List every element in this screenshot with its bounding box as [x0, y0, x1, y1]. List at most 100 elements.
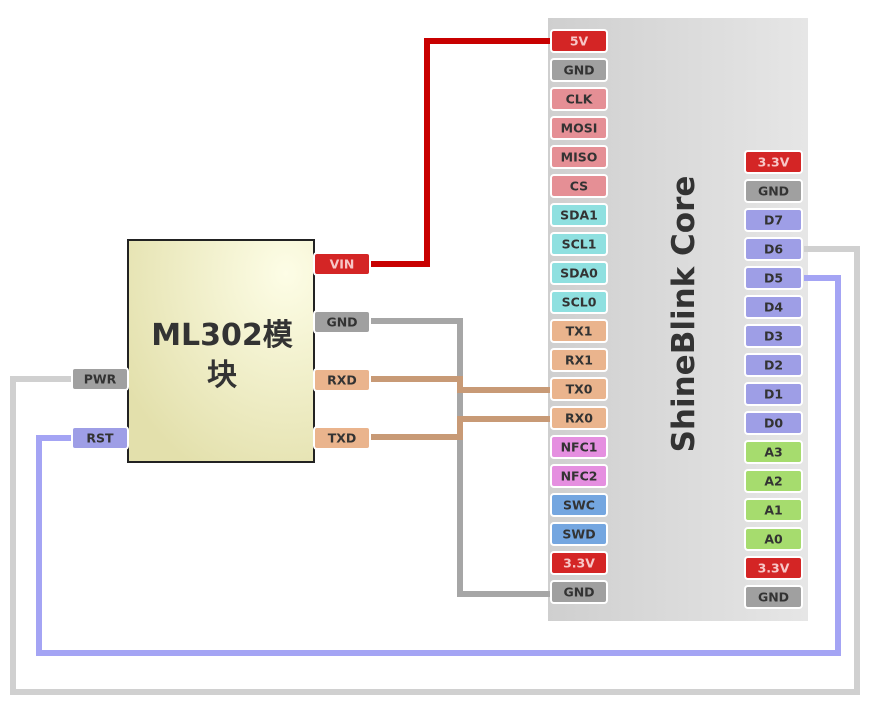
pin-box — [744, 150, 803, 174]
pin-box — [550, 580, 608, 604]
board-pin-nfc2: NFC2 — [550, 464, 608, 488]
board-pin-scl0: SCL0 — [550, 290, 608, 314]
pin-label: GND — [758, 590, 789, 605]
module-pin-vin: VIN — [313, 252, 371, 276]
board-title: ShineBlink Core — [666, 176, 702, 453]
board-pin-nfc1: NFC1 — [550, 435, 608, 459]
pin-box — [550, 406, 608, 430]
pin-label: CS — [570, 179, 588, 194]
board-pin-right-3-3v: 3.3V — [744, 556, 803, 580]
board-pin-gnd: GND — [550, 580, 608, 604]
pin-box — [744, 498, 803, 522]
pin-label: RX0 — [565, 411, 593, 426]
pin-box — [550, 290, 608, 314]
pin-label: MISO — [561, 150, 598, 165]
pin-label: PWR — [84, 372, 117, 387]
pin-box — [744, 179, 803, 203]
board-pin-right-d6: D6 — [744, 237, 803, 261]
module-pin-txd: TXD — [313, 426, 371, 450]
pin-label: A1 — [764, 503, 782, 518]
pin-label: NFC2 — [561, 469, 598, 484]
board-pin-right-d0: D0 — [744, 411, 803, 435]
board-pin-miso: MISO — [550, 145, 608, 169]
board-pin-cs: CS — [550, 174, 608, 198]
pin-box — [550, 261, 608, 285]
pin-box — [744, 266, 803, 290]
pin-box — [550, 464, 608, 488]
pin-label: NFC1 — [561, 440, 598, 455]
pin-box — [313, 252, 371, 276]
pin-label: CLK — [566, 92, 594, 107]
board-pin-right-a2: A2 — [744, 469, 803, 493]
wire-rxd-tx0 — [370, 376, 552, 393]
module-pin-rxd: RXD — [313, 368, 371, 392]
board-pin-right-d5: D5 — [744, 266, 803, 290]
board-pin-right-a3: A3 — [744, 440, 803, 464]
pin-label: SDA1 — [560, 208, 598, 223]
board-pin-tx1: TX1 — [550, 319, 608, 343]
pin-box — [744, 527, 803, 551]
pin-box — [550, 232, 608, 256]
pin-label: D3 — [764, 329, 783, 344]
pin-box — [744, 585, 803, 609]
pin-label: D2 — [764, 358, 783, 373]
board-pin-3-3v: 3.3V — [550, 551, 608, 575]
pin-label: TX0 — [566, 382, 593, 397]
pin-box — [550, 58, 608, 82]
pin-box — [744, 295, 803, 319]
pin-label: GND — [326, 315, 357, 330]
wire-pwr-d6 — [10, 246, 860, 695]
pin-label: SCL1 — [562, 237, 597, 252]
pin-label: TXD — [328, 431, 357, 446]
board-pin-mosi: MOSI — [550, 116, 608, 140]
pin-label: D1 — [764, 387, 783, 402]
module-left-pins: PWR RST — [71, 367, 129, 450]
pin-label: MOSI — [561, 121, 598, 136]
wire-txd-rx0 — [370, 416, 552, 440]
pin-label: GND — [563, 585, 594, 600]
pin-box — [550, 522, 608, 546]
pin-box — [550, 551, 608, 575]
pin-box — [550, 116, 608, 140]
module-pin-left-rst: RST — [71, 426, 129, 450]
pin-box — [313, 426, 371, 450]
pin-box — [550, 174, 608, 198]
wire-vin-5v — [370, 38, 552, 267]
pin-box — [744, 469, 803, 493]
pin-label: SWC — [563, 498, 595, 513]
pin-label: RXD — [327, 373, 357, 388]
pin-box — [71, 367, 129, 391]
pin-box — [744, 324, 803, 348]
pin-label: VIN — [330, 257, 355, 272]
pin-box — [744, 208, 803, 232]
wire-rst-d5 — [36, 275, 841, 656]
pin-box — [313, 310, 371, 334]
board-pin-sda1: SDA1 — [550, 203, 608, 227]
pin-label: D0 — [764, 416, 783, 431]
board-pin-right-3-3v: 3.3V — [744, 150, 803, 174]
pin-box — [744, 353, 803, 377]
pin-box — [550, 435, 608, 459]
board-pin-tx0: TX0 — [550, 377, 608, 401]
pin-label: 3.3V — [563, 556, 595, 571]
pin-box — [744, 556, 803, 580]
board-left-pins: 5VGNDCLKMOSIMISOCSSDA1SCL1SDA0SCL0TX1RX1… — [550, 29, 608, 604]
pin-box — [550, 377, 608, 401]
board-pin-rx1: RX1 — [550, 348, 608, 372]
pin-box — [550, 348, 608, 372]
pin-label: GND — [758, 184, 789, 199]
pin-label: D6 — [764, 242, 783, 257]
board-pin-clk: CLK — [550, 87, 608, 111]
board-pin-sda0: SDA0 — [550, 261, 608, 285]
board-pin-right-a0: A0 — [744, 527, 803, 551]
pin-label: A3 — [764, 445, 782, 460]
pin-box — [744, 411, 803, 435]
pin-label: D7 — [764, 213, 783, 228]
pin-label: D4 — [764, 300, 783, 315]
pin-box — [71, 426, 129, 450]
board-pin-rx0: RX0 — [550, 406, 608, 430]
pin-label: RST — [86, 431, 114, 446]
pin-label: D5 — [764, 271, 783, 286]
pin-box — [550, 145, 608, 169]
